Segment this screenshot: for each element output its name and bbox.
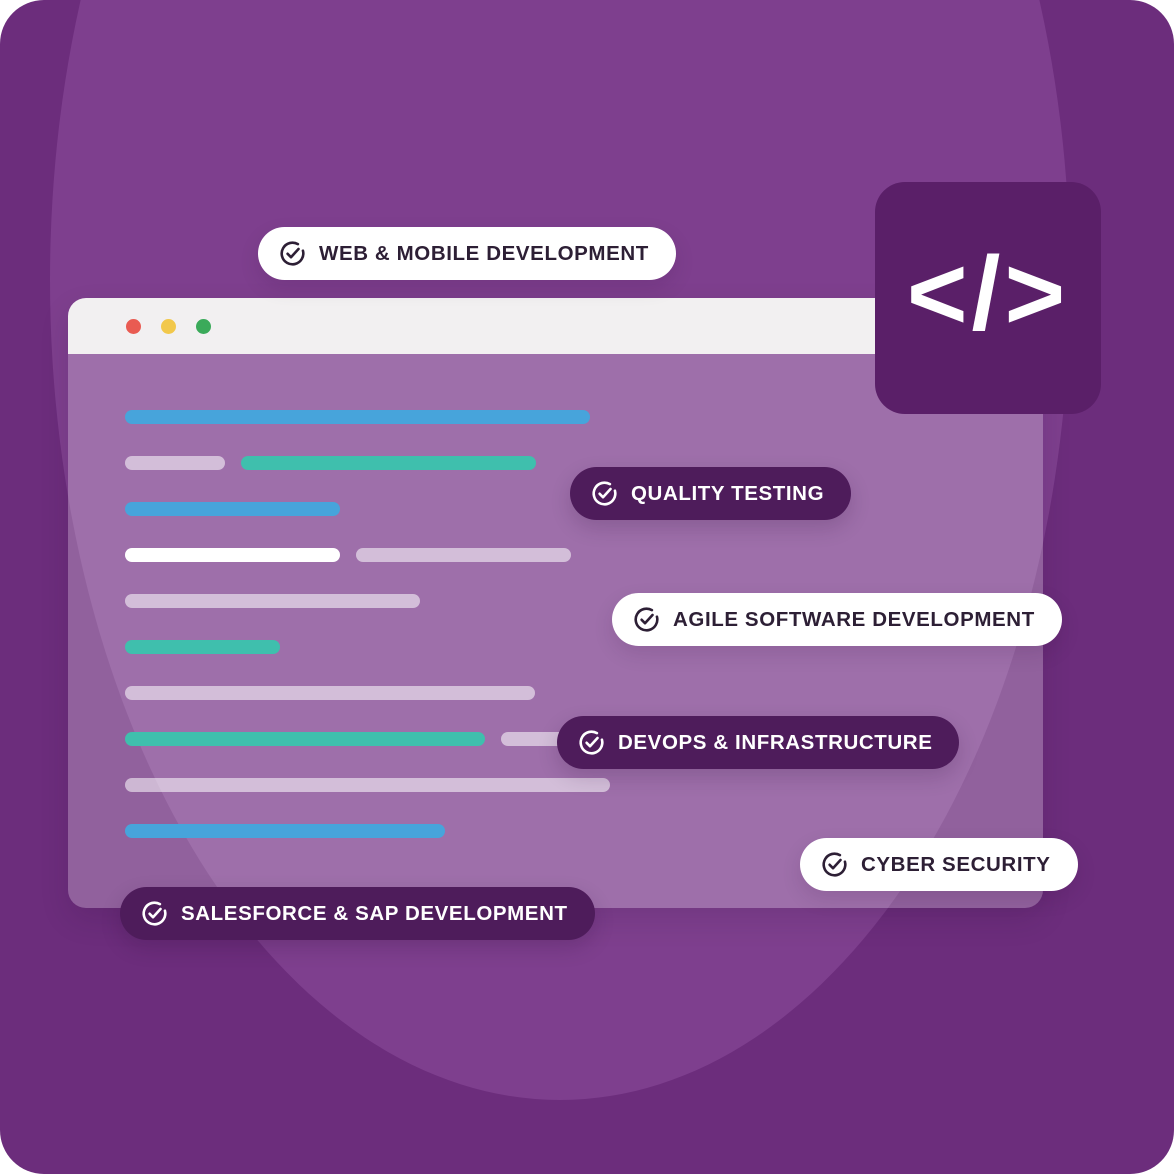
code-token-bar — [125, 410, 590, 424]
code-token-bar — [241, 456, 536, 470]
badge-label: CYBER SECURITY — [861, 852, 1051, 876]
code-line — [125, 548, 1043, 562]
badge-web-mobile-development: WEB & MOBILE DEVELOPMENT — [258, 227, 676, 280]
badge-devops-infrastructure: DEVOPS & INFRASTRUCTURE — [557, 716, 960, 769]
code-token-bar — [125, 456, 225, 470]
badge-agile-software-development: AGILE SOFTWARE DEVELOPMENT — [612, 593, 1062, 646]
check-circle-icon — [591, 480, 618, 507]
check-circle-icon — [141, 900, 168, 927]
badge-label: DEVOPS & INFRASTRUCTURE — [618, 730, 933, 754]
code-line — [125, 778, 1043, 792]
badge-label: AGILE SOFTWARE DEVELOPMENT — [673, 607, 1035, 631]
code-line — [125, 502, 1043, 516]
code-brackets-icon: </> — [906, 236, 1070, 352]
code-token-bar — [125, 778, 610, 792]
code-line — [125, 456, 1043, 470]
window-dot-green — [196, 318, 211, 334]
code-line — [125, 686, 1043, 700]
code-token-bar — [125, 502, 340, 516]
check-circle-icon — [578, 729, 605, 756]
code-token-bar — [125, 640, 280, 654]
code-token-bar — [125, 686, 535, 700]
badge-cyber-security: CYBER SECURITY — [800, 838, 1078, 891]
badge-label: SALESFORCE & SAP DEVELOPMENT — [181, 901, 568, 925]
badge-salesforce-sap-development: SALESFORCE & SAP DEVELOPMENT — [120, 887, 595, 940]
code-line — [125, 640, 1043, 654]
badge-quality-testing: QUALITY TESTING — [570, 467, 852, 520]
code-line — [125, 410, 1043, 424]
check-circle-icon — [821, 851, 848, 878]
code-icon-card: </> — [875, 182, 1101, 414]
code-token-bar — [356, 548, 571, 562]
code-token-bar — [125, 824, 445, 838]
code-line — [125, 824, 1043, 838]
code-token-bar — [125, 594, 420, 608]
check-circle-icon — [279, 240, 306, 267]
window-dot-red — [126, 318, 141, 334]
badge-label: WEB & MOBILE DEVELOPMENT — [319, 241, 649, 265]
window-dot-yellow — [161, 318, 176, 334]
code-line — [125, 594, 1043, 608]
check-circle-icon — [633, 606, 660, 633]
code-token-bar — [125, 732, 485, 746]
badge-label: QUALITY TESTING — [631, 481, 825, 505]
code-token-bar — [125, 548, 340, 562]
